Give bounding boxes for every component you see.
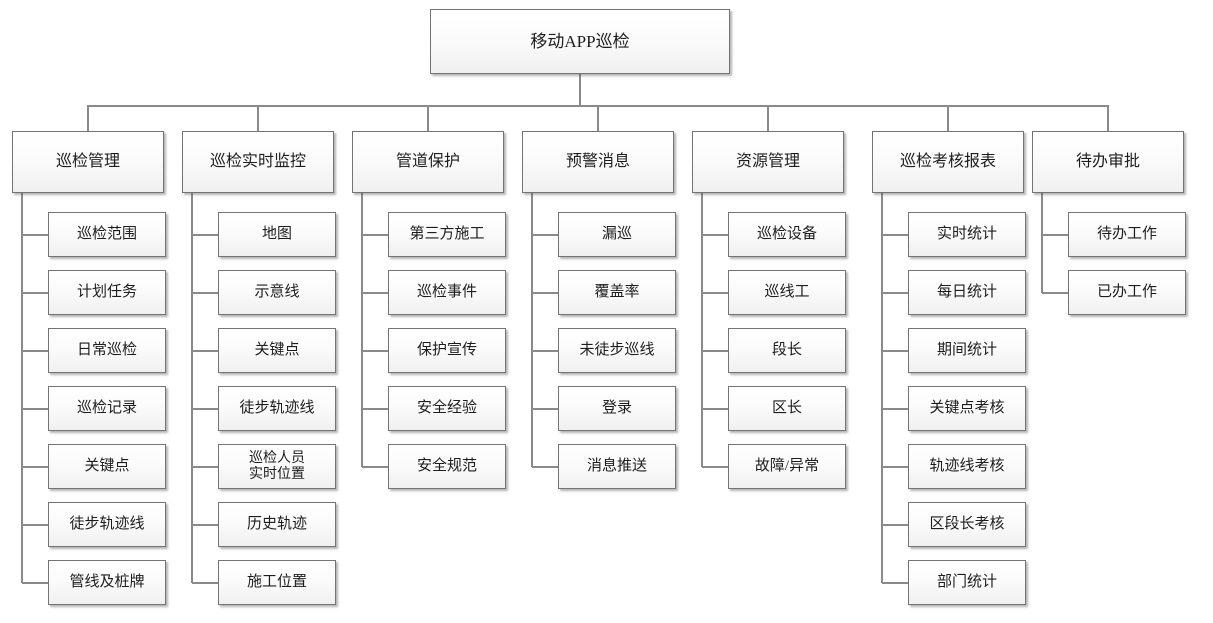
branch-node-6[interactable]: 待办审批 — [1032, 131, 1184, 193]
leaf-node-1-1[interactable]: 示意线 — [218, 270, 336, 315]
leaf-node-1-4[interactable]: 巡检人员 实时位置 — [218, 444, 336, 489]
leaf-node-5-0[interactable]: 实时统计 — [908, 212, 1026, 257]
branch-spine-4 — [701, 193, 703, 467]
child-connector-1-5 — [192, 523, 218, 526]
child-connector-0-2 — [22, 349, 48, 352]
leaf-node-1-6[interactable]: 施工位置 — [218, 560, 336, 605]
leaf-node-3-4[interactable]: 消息推送 — [558, 444, 676, 489]
leaf-node-4-0[interactable]: 巡检设备 — [728, 212, 846, 257]
child-connector-5-0 — [882, 233, 908, 236]
leaf-node-1-5[interactable]: 历史轨迹 — [218, 502, 336, 547]
branch-spine-5 — [881, 193, 883, 583]
root-stem — [579, 74, 581, 105]
leaf-node-5-4[interactable]: 轨迹线考核 — [908, 444, 1026, 489]
branch-spine-0 — [21, 193, 23, 583]
branch-spine-6 — [1041, 193, 1043, 293]
leaf-node-3-3[interactable]: 登录 — [558, 386, 676, 431]
leaf-node-6-1[interactable]: 已办工作 — [1068, 270, 1186, 315]
child-connector-1-1 — [192, 291, 218, 294]
branch-drop-1 — [257, 105, 259, 131]
leaf-node-0-0[interactable]: 巡检范围 — [48, 212, 166, 257]
leaf-node-5-1[interactable]: 每日统计 — [908, 270, 1026, 315]
leaf-node-1-2[interactable]: 关键点 — [218, 328, 336, 373]
branch-drop-4 — [767, 105, 769, 131]
leaf-node-0-5[interactable]: 徒步轨迹线 — [48, 502, 166, 547]
child-connector-2-4 — [362, 465, 388, 468]
leaf-node-4-1[interactable]: 巡线工 — [728, 270, 846, 315]
branch-drop-6 — [1107, 105, 1109, 131]
child-connector-5-5 — [882, 523, 908, 526]
child-connector-1-3 — [192, 407, 218, 410]
branch-node-1[interactable]: 巡检实时监控 — [182, 131, 334, 193]
child-connector-0-3 — [22, 407, 48, 410]
leaf-node-4-3[interactable]: 区长 — [728, 386, 846, 431]
leaf-node-2-2[interactable]: 保护宣传 — [388, 328, 506, 373]
branch-drop-0 — [87, 105, 89, 131]
branch-node-3[interactable]: 预警消息 — [522, 131, 674, 193]
branch-spine-1 — [191, 193, 193, 583]
child-connector-2-0 — [362, 233, 388, 236]
branch-node-4[interactable]: 资源管理 — [692, 131, 844, 193]
leaf-node-5-5[interactable]: 区段长考核 — [908, 502, 1026, 547]
leaf-node-5-6[interactable]: 部门统计 — [908, 560, 1026, 605]
child-connector-0-1 — [22, 291, 48, 294]
child-connector-0-4 — [22, 465, 48, 468]
branch-spine-2 — [361, 193, 363, 467]
branch-drop-5 — [947, 105, 949, 131]
leaf-node-0-3[interactable]: 巡检记录 — [48, 386, 166, 431]
branch-node-5[interactable]: 巡检考核报表 — [872, 131, 1024, 193]
leaf-node-2-1[interactable]: 巡检事件 — [388, 270, 506, 315]
child-connector-2-1 — [362, 291, 388, 294]
child-connector-1-4 — [192, 465, 218, 468]
child-connector-5-6 — [882, 581, 908, 584]
branch-drop-2 — [427, 105, 429, 131]
leaf-node-2-3[interactable]: 安全经验 — [388, 386, 506, 431]
leaf-node-4-2[interactable]: 段长 — [728, 328, 846, 373]
child-connector-3-2 — [532, 349, 558, 352]
child-connector-1-2 — [192, 349, 218, 352]
branch-node-0[interactable]: 巡检管理 — [12, 131, 164, 193]
leaf-node-3-2[interactable]: 未徒步巡线 — [558, 328, 676, 373]
leaf-node-5-3[interactable]: 关键点考核 — [908, 386, 1026, 431]
child-connector-4-0 — [702, 233, 728, 236]
child-connector-0-6 — [22, 581, 48, 584]
child-connector-5-2 — [882, 349, 908, 352]
leaf-node-0-2[interactable]: 日常巡检 — [48, 328, 166, 373]
child-connector-0-0 — [22, 233, 48, 236]
child-connector-3-3 — [532, 407, 558, 410]
child-connector-3-0 — [532, 233, 558, 236]
child-connector-5-1 — [882, 291, 908, 294]
leaf-node-1-3[interactable]: 徒步轨迹线 — [218, 386, 336, 431]
child-connector-3-1 — [532, 291, 558, 294]
leaf-node-1-0[interactable]: 地图 — [218, 212, 336, 257]
leaf-node-0-6[interactable]: 管线及桩牌 — [48, 560, 166, 605]
child-connector-4-4 — [702, 465, 728, 468]
leaf-node-2-4[interactable]: 安全规范 — [388, 444, 506, 489]
leaf-node-2-0[interactable]: 第三方施工 — [388, 212, 506, 257]
child-connector-2-2 — [362, 349, 388, 352]
child-connector-0-5 — [22, 523, 48, 526]
child-connector-4-2 — [702, 349, 728, 352]
leaf-node-3-0[interactable]: 漏巡 — [558, 212, 676, 257]
child-connector-6-1 — [1042, 291, 1068, 294]
leaf-node-5-2[interactable]: 期间统计 — [908, 328, 1026, 373]
child-connector-4-1 — [702, 291, 728, 294]
leaf-node-4-4[interactable]: 故障/异常 — [728, 444, 846, 489]
child-connector-3-4 — [532, 465, 558, 468]
child-connector-5-4 — [882, 465, 908, 468]
child-connector-4-3 — [702, 407, 728, 410]
branch-spine-3 — [531, 193, 533, 467]
child-connector-5-3 — [882, 407, 908, 410]
root-node-mobile-app-inspection[interactable]: 移动APP巡检 — [430, 9, 730, 74]
leaf-node-6-0[interactable]: 待办工作 — [1068, 212, 1186, 257]
branch-node-2[interactable]: 管道保护 — [352, 131, 504, 193]
leaf-node-0-4[interactable]: 关键点 — [48, 444, 166, 489]
child-connector-6-0 — [1042, 233, 1068, 236]
child-connector-1-0 — [192, 233, 218, 236]
child-connector-2-3 — [362, 407, 388, 410]
leaf-node-0-1[interactable]: 计划任务 — [48, 270, 166, 315]
leaf-node-3-1[interactable]: 覆盖率 — [558, 270, 676, 315]
branch-drop-3 — [597, 105, 599, 131]
child-connector-1-6 — [192, 581, 218, 584]
